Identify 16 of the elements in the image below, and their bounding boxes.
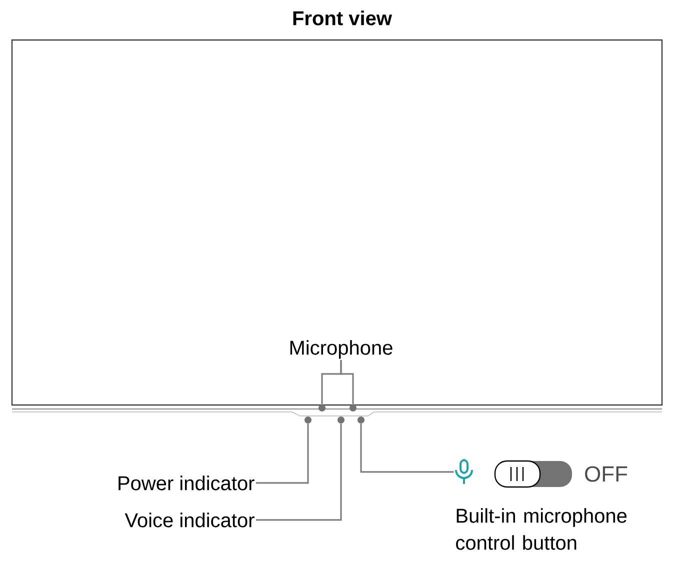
leader-line — [256, 424, 309, 484]
dot — [350, 404, 356, 412]
dot — [318, 404, 326, 412]
switch-state-label: OFF — [585, 466, 628, 482]
caption-label: Built-in microphone control button — [456, 508, 627, 550]
leader-line — [360, 424, 454, 473]
node-label: Voice indicator — [124, 512, 254, 528]
dot — [358, 416, 364, 424]
node-label: Power indicator — [118, 476, 254, 490]
node-label: Microphone — [290, 340, 392, 359]
dot — [304, 416, 312, 424]
leader-line — [340, 360, 354, 404]
title: Front view — [293, 10, 392, 26]
dot — [338, 416, 344, 424]
leader-line — [256, 424, 342, 521]
microphone-icon — [455, 458, 473, 484]
